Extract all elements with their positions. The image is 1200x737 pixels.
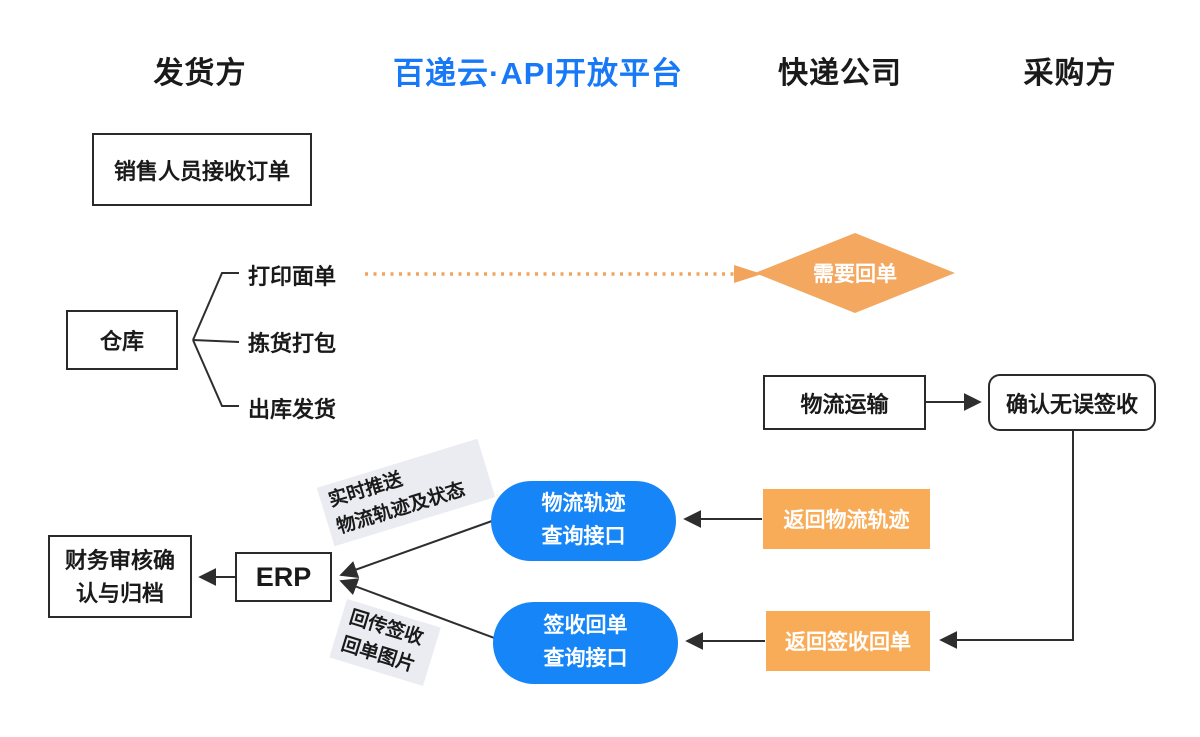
sales-order-box: 销售人员接收订单 [92,133,312,206]
arrow-track-api-to-erp [339,520,493,579]
finance-box: 财务审核确 认与归档 [48,535,192,618]
arrow-receipt-api-to-erp [339,578,498,640]
outbound-item: 出库发货 [248,397,337,422]
lane-header-buyer: 采购方 [1023,57,1117,90]
fork-line-pick-pack [192,339,240,343]
lane-header-platform: 百递云·API开放平台 [393,55,683,91]
fork-line-print-label [192,272,239,341]
need-receipt-diamond-shape [755,233,955,313]
print-label-item: 打印面单 [248,264,337,289]
confirm-sign-box: 确认无误签收 [988,374,1156,431]
track-api-pill: 物流轨迹 查询接口 [491,481,676,561]
return-track-box: 返回物流轨迹 [763,489,930,549]
return-receipt-box: 返回签收回单 [766,611,930,671]
pick-pack-item: 拣货打包 [248,331,337,356]
warehouse-box: 仓库 [66,310,178,370]
receipt-api-pill: 签收回单 查询接口 [493,602,678,684]
lane-header-shipper: 发货方 [153,57,247,90]
erp-box: ERP [235,552,332,602]
need-receipt-diamond-label: 需要回单 [813,263,897,286]
logistics-transport-box: 物流运输 [763,375,926,430]
fork-line-outbound [192,339,239,407]
dotted-arrowhead-icon [734,265,762,283]
lane-header-courier: 快递公司 [778,57,902,90]
arrow-confirm-to-return-receipt [939,431,1074,649]
